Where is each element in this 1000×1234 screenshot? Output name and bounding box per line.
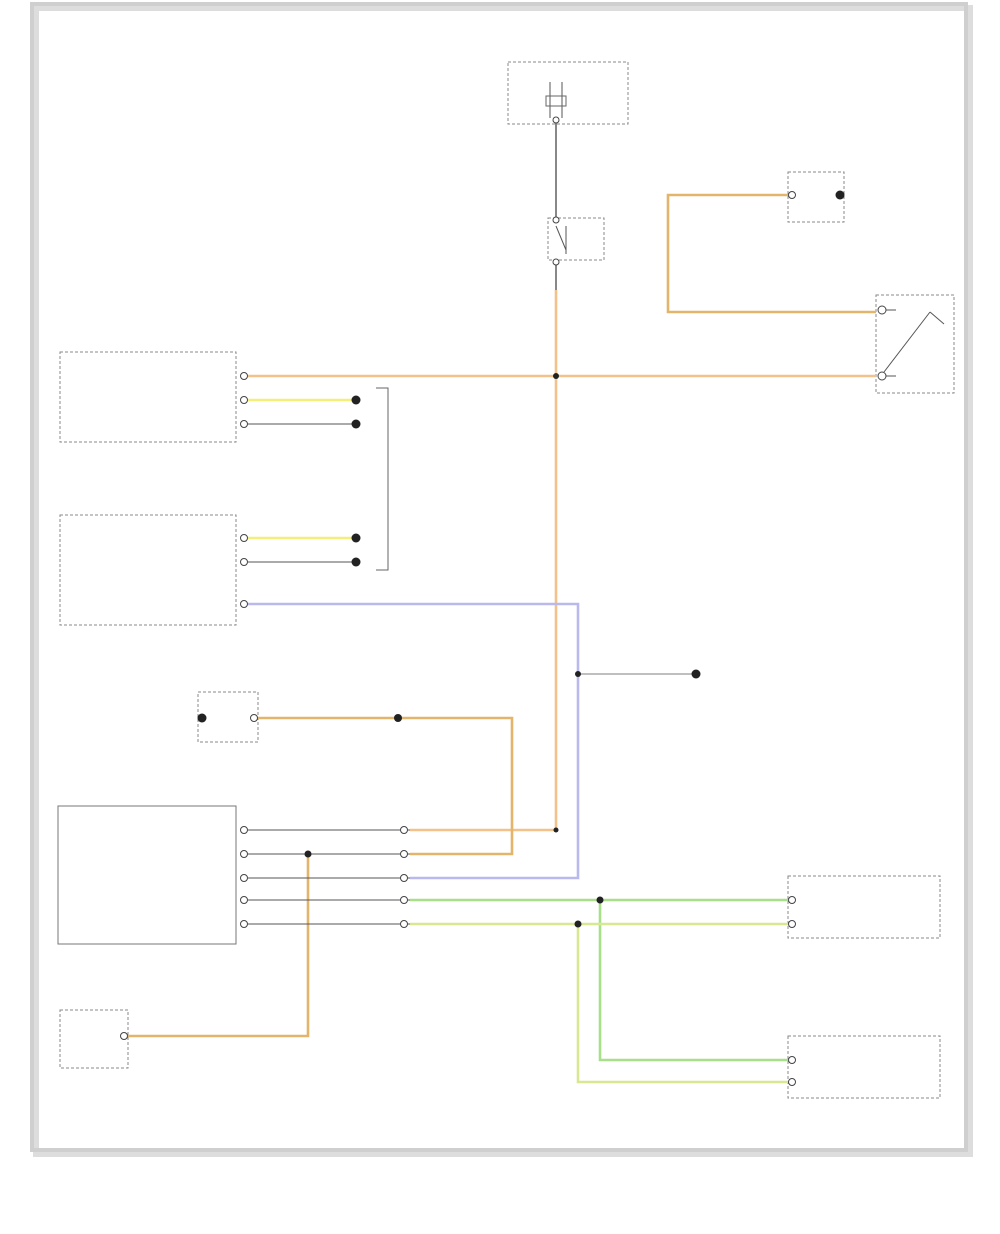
pin — [240, 850, 248, 858]
pin — [400, 850, 408, 858]
splice-node — [575, 671, 581, 677]
pin — [788, 1056, 796, 1064]
pin — [240, 920, 248, 928]
splice-node — [553, 827, 559, 833]
wire-tan-switch — [666, 193, 876, 314]
pin — [240, 534, 248, 542]
fuse-internal — [545, 82, 567, 118]
pin — [552, 116, 560, 124]
wire-green-2 — [598, 900, 788, 1062]
top-right-switch-box — [787, 171, 845, 223]
pin — [877, 305, 887, 315]
wire-blue — [248, 602, 580, 880]
pin — [788, 191, 796, 199]
main-module-box — [57, 805, 237, 945]
pin — [400, 874, 408, 882]
pin — [400, 896, 408, 904]
pin — [240, 896, 248, 904]
splice-node — [835, 190, 845, 200]
outer-frame-shadow — [33, 5, 973, 1157]
pin — [240, 372, 248, 380]
sensor-left-box — [787, 1035, 941, 1099]
pin — [788, 920, 796, 928]
relay-internal — [555, 225, 567, 254]
switch-lever-tip — [929, 311, 945, 325]
pin — [240, 874, 248, 882]
pin — [400, 920, 408, 928]
control-unit-a-box — [59, 351, 237, 443]
splice-node — [691, 669, 701, 679]
wires — [128, 193, 876, 1084]
pin — [877, 371, 887, 381]
relay-box — [547, 217, 605, 261]
splice-nodes — [197, 190, 845, 928]
sensor-right-box — [787, 875, 941, 939]
wire-orange-vertical — [410, 290, 558, 832]
pin — [400, 826, 408, 834]
pin — [240, 420, 248, 428]
splice-node — [351, 419, 361, 429]
wire-yellowgreen-2 — [576, 924, 788, 1084]
bottom-left-unit-box — [59, 1009, 129, 1069]
splice-node — [351, 557, 361, 567]
pin — [240, 826, 248, 834]
splice-node — [394, 714, 402, 722]
pin — [250, 714, 258, 722]
signal-bracket — [376, 387, 389, 571]
pin — [552, 258, 560, 266]
splice-node — [197, 713, 207, 723]
splice-node — [596, 896, 604, 904]
module-leads — [248, 423, 410, 925]
outer-frame — [30, 2, 968, 1152]
pin — [240, 396, 248, 404]
pin — [788, 1078, 796, 1086]
splice-node — [574, 920, 582, 928]
control-unit-b-box — [59, 514, 237, 626]
relay-contact — [555, 225, 567, 251]
pin — [240, 600, 248, 608]
pin — [240, 558, 248, 566]
splice-node — [351, 533, 361, 543]
pin — [788, 896, 796, 904]
splice-node — [304, 850, 312, 858]
wire-tan-bottom — [128, 854, 310, 1038]
component-boxes — [57, 61, 955, 1099]
splice-node — [553, 373, 559, 379]
fuse-block-box — [507, 61, 629, 125]
ground-connector-box — [197, 691, 259, 743]
switch-lever — [883, 311, 931, 373]
switch-contact — [882, 309, 945, 377]
connector-pins — [120, 116, 887, 1086]
backup-lamp-switch-box — [875, 294, 955, 394]
splice-node — [351, 395, 361, 405]
pin — [120, 1032, 128, 1040]
wire-tan-ground — [258, 716, 514, 856]
pin — [552, 216, 560, 224]
fuse-element — [545, 95, 567, 107]
